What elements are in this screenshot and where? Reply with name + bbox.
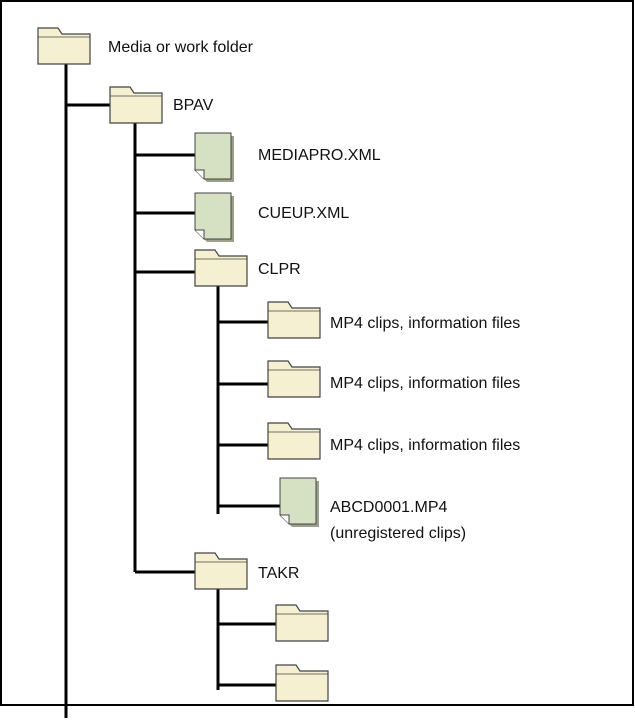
- folder-icon: [37, 27, 91, 65]
- tree-node-root: Media or work folder: [37, 27, 254, 65]
- file-icon: [194, 132, 234, 182]
- tree-node-takr: TAKR: [194, 552, 299, 590]
- file-icon: [279, 477, 319, 527]
- folder-icon: [267, 360, 321, 398]
- tree-node-takr-sub-1: [275, 604, 329, 642]
- node-label: TAKR: [258, 565, 299, 582]
- node-label: CLPR: [258, 261, 301, 278]
- node-label: BPAV: [173, 97, 214, 114]
- tree-node-abcd: ABCD0001.MP4 (unregistered clips): [279, 477, 466, 542]
- node-label: MP4 clips, information files: [330, 315, 520, 332]
- tree-node-mediapro: MEDIAPRO.XML: [194, 132, 381, 182]
- node-label: Media or work folder: [108, 39, 254, 56]
- tree-node-clpr-sub-3: MP4 clips, information files: [267, 422, 520, 460]
- tree-node-cueup: CUEUP.XML: [194, 192, 349, 242]
- folder-icon: [194, 249, 248, 287]
- tree-node-clpr: CLPR: [194, 249, 301, 287]
- tree-connectors: [64, 60, 280, 718]
- folder-icon: [267, 301, 321, 339]
- tree-node-clpr-sub-1: MP4 clips, information files: [267, 301, 520, 339]
- folder-icon: [275, 604, 329, 642]
- node-label: MEDIAPRO.XML: [258, 147, 381, 164]
- file-icon: [194, 192, 234, 242]
- diagram-frame: [0, 0, 634, 706]
- node-label: CUEUP.XML: [258, 205, 349, 222]
- node-label: ABCD0001.MP4: [330, 499, 447, 516]
- node-label: MP4 clips, information files: [330, 437, 520, 454]
- folder-icon: [109, 86, 163, 124]
- node-label: MP4 clips, information files: [330, 375, 520, 392]
- folder-icon: [194, 552, 248, 590]
- folder-icon: [267, 422, 321, 460]
- tree-node-clpr-sub-2: MP4 clips, information files: [267, 360, 520, 398]
- node-label: (unregistered clips): [330, 525, 466, 542]
- tree-node-bpav: BPAV: [109, 86, 214, 124]
- tree-node-takr-sub-2: [275, 664, 329, 702]
- folder-icon: [275, 664, 329, 702]
